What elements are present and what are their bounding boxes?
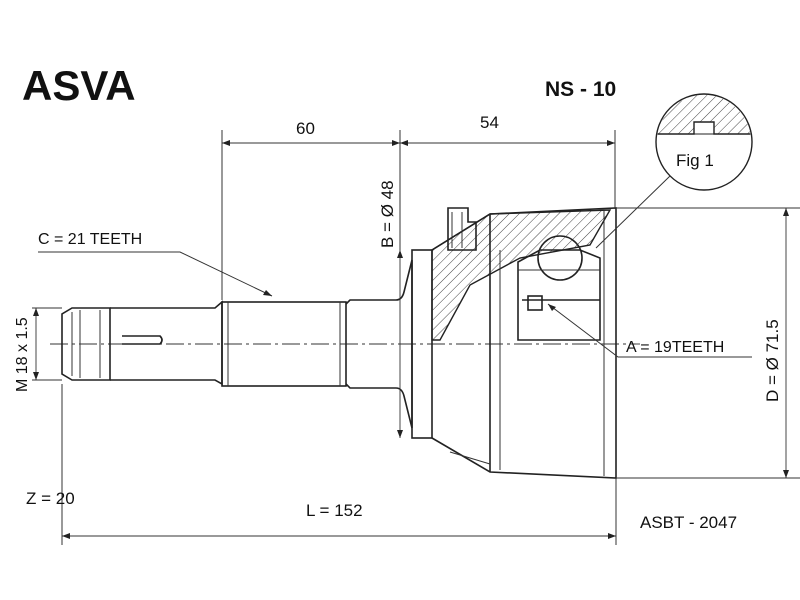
thread-m-label: M 18 x 1.5	[14, 317, 31, 392]
bore-b-label: B = Ø 48	[378, 180, 397, 248]
outer-d-label: D = Ø 71.5	[763, 319, 782, 402]
part-code: NS - 10	[545, 78, 616, 101]
length-l-label: L = 152	[306, 501, 363, 520]
dim-60-label: 60	[296, 119, 315, 138]
dim-arrows-m	[33, 308, 39, 380]
c-teeth-leader	[38, 251, 273, 297]
inner-race	[517, 235, 601, 341]
z-count-label: Z = 20	[26, 489, 75, 508]
fig1-label: Fig 1	[676, 151, 714, 170]
a-teeth-label: A = 19TEETH	[626, 339, 724, 356]
fig1-leader	[595, 175, 671, 249]
dim-54-label: 54	[480, 113, 499, 132]
c-teeth-label: C = 21 TEETH	[38, 231, 142, 248]
brand-logo: ASVA	[22, 62, 136, 109]
fig1-detail	[655, 93, 753, 191]
catalog-number: ASBT - 2047	[640, 513, 737, 532]
a-teeth-leader	[547, 303, 752, 358]
outer-bell-housing	[411, 207, 617, 479]
